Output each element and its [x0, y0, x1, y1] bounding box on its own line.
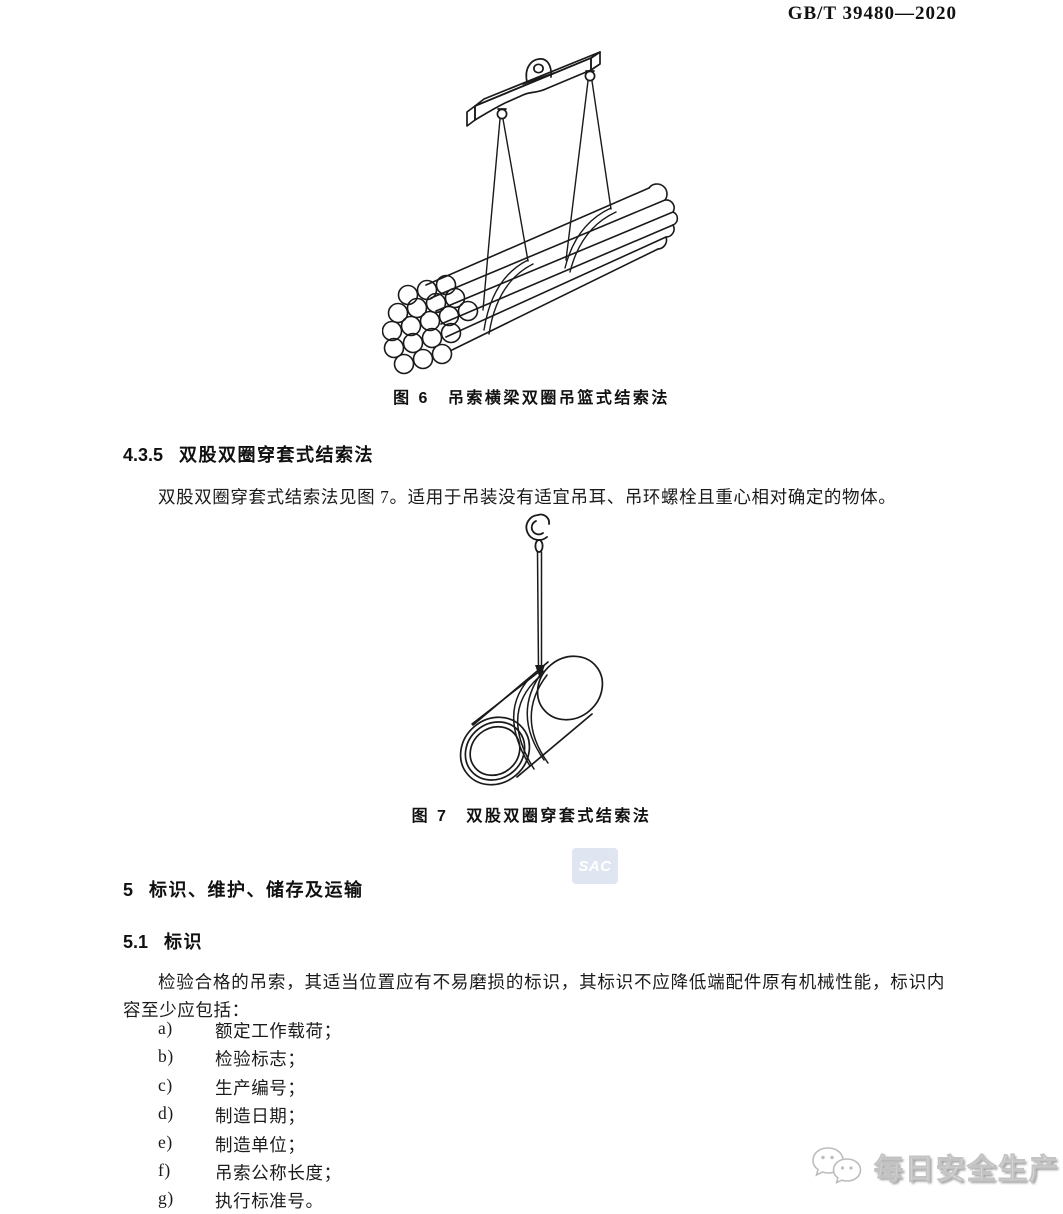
list-item-text: 检验标志； [215, 1049, 306, 1070]
heading-4-3-5-title: 双股双圈穿套式结索法 [179, 445, 375, 465]
chat-bubbles-icon [812, 1147, 862, 1185]
sac-watermark-label: SAC [578, 857, 612, 875]
list-item-text: 额定工作载荷； [215, 1021, 342, 1041]
list-item-label: g) [158, 1188, 174, 1209]
list-item: b) 检验标志； [158, 1046, 342, 1074]
list-item-text: 生产编号； [215, 1077, 306, 1098]
list-item: e) 制造单位； [158, 1132, 342, 1160]
list-item-text: 执行标准号。 [215, 1191, 324, 1212]
figure-6-label: 图 6 [393, 390, 430, 407]
marking-requirements-list: a) 额定工作载荷； b) 检验标志； c) 生产编号； d) 制造日期； e) 制造单位… [158, 1018, 342, 1214]
list-item: c) 生产编号； [158, 1075, 342, 1103]
heading-5-1: 5.1 标识 [123, 928, 203, 954]
figure-7-title: 双股双圈穿套式结索法 [466, 808, 652, 825]
heading-4-3-5: 4.3.5 双股双圈穿套式结索法 [123, 441, 374, 467]
list-item-label: a) [158, 1018, 173, 1038]
list-item-label: e) [158, 1131, 173, 1152]
list-item: a) 额定工作载荷； [158, 1018, 342, 1046]
heading-5: 5 标识、维护、储存及运输 [123, 876, 364, 902]
list-item-label: f) [158, 1159, 171, 1180]
footer-watermark: 每日安全生产 [810, 1144, 1060, 1190]
heading-5-1-title: 标识 [164, 932, 204, 952]
paragraph-5-1-intro: 检验合格的吊索，其适当位置应有不易磨损的标识，其标识不应降低端配件原有机械性能，… [123, 972, 945, 1020]
list-item: f) 吊索公称长度； [158, 1160, 342, 1188]
figure-7-caption: 图 7 双股双圈穿套式结索法 [0, 802, 1063, 826]
heading-4-3-5-number: 4.3.5 [123, 445, 164, 465]
figure-6-title: 吊索横梁双圈吊篮式结索法 [447, 390, 670, 407]
paragraph-4-3-5: 双股双圈穿套式结索法见图 7。适用于吊装没有适宜吊耳、吊环螺栓且重心相对确定的物… [158, 487, 897, 507]
spreader-beam-pipe-bundle-drawing [382, 51, 679, 375]
heading-5-1-number: 5.1 [123, 932, 149, 952]
figure-7-label: 图 7 [411, 808, 449, 825]
sac-watermark: SAC [572, 848, 618, 884]
list-item: d) 制造日期； [158, 1103, 342, 1131]
hook-pipe-choker-drawing [459, 513, 604, 786]
figure-7-illustration [435, 513, 685, 793]
list-item-text: 制造日期； [215, 1106, 306, 1127]
figure-6-caption: 图 6 吊索横梁双圈吊篮式结索法 [0, 384, 1063, 408]
list-item-label: c) [158, 1074, 173, 1095]
standard-number: GB/T 39480—2020 [787, 3, 957, 24]
list-item-text: 吊索公称长度； [215, 1162, 342, 1183]
list-item-text: 制造单位； [215, 1134, 306, 1155]
figure-6-illustration [382, 42, 712, 382]
heading-5-title: 标识、维护、储存及运输 [149, 880, 364, 900]
heading-5-number: 5 [123, 880, 134, 900]
footer-watermark-text: 每日安全生产 [873, 1154, 1061, 1187]
list-item-label: d) [158, 1103, 174, 1124]
list-item-label: b) [158, 1046, 174, 1067]
list-item: g) 执行标准号。 [158, 1188, 342, 1214]
